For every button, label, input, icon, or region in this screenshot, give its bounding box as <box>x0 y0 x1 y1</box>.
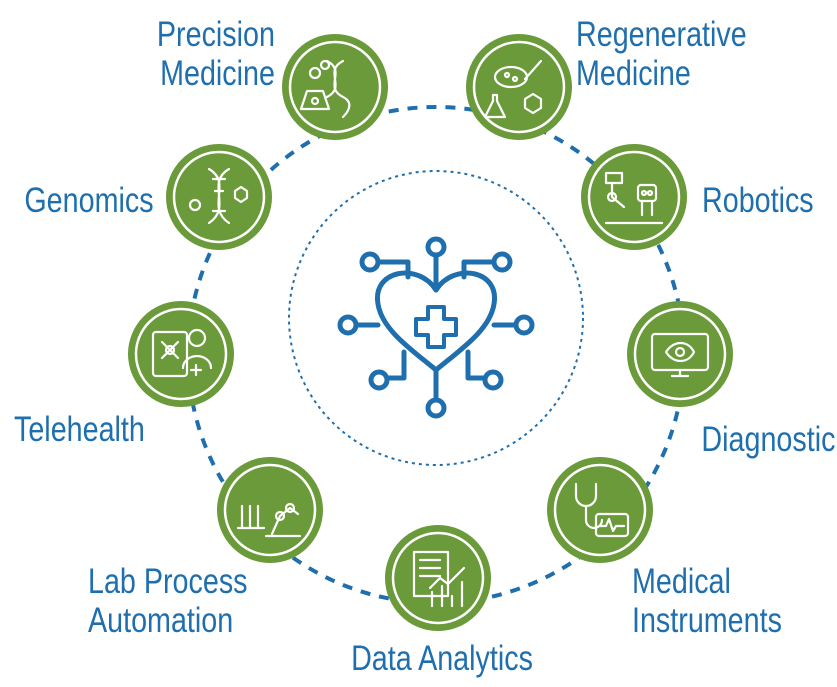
label-line: Lab Process <box>88 562 248 601</box>
node-lab-process-automation <box>217 457 323 563</box>
node-inner-ring <box>633 307 727 401</box>
node-precision-medicine <box>282 34 388 140</box>
node-inner-ring <box>553 463 647 557</box>
node-regenerative-medicine <box>466 34 572 140</box>
label-line: Precision <box>156 15 275 54</box>
robot-arm-icon <box>604 171 664 225</box>
node-circle <box>385 525 491 631</box>
label-line: Automation <box>88 601 234 640</box>
node-circle <box>128 301 234 407</box>
node-circle <box>466 34 572 140</box>
node-telehealth <box>128 301 234 407</box>
label-line: Diagnostic <box>700 420 835 459</box>
doctor-tablet-icon <box>151 328 213 378</box>
node-diagnostic <box>627 301 733 407</box>
node-inner-ring <box>172 150 266 244</box>
label-regenerative-medicine: Regenerative Medicine <box>576 15 747 93</box>
petri-dish-pipette-flask-icon <box>483 59 543 119</box>
label-diagnostic: Diagnostic <box>701 420 835 459</box>
label-line: Data Analytics <box>351 639 533 678</box>
label-precision-medicine: Precision Medicine <box>157 15 275 93</box>
label-line: Medicine <box>160 54 275 93</box>
node-inner-ring <box>134 307 228 401</box>
monitor-scan-icon <box>650 332 710 378</box>
molecule-dna-flask-icon <box>299 59 351 119</box>
node-circle <box>627 301 733 407</box>
node-circle <box>581 144 687 250</box>
label-telehealth: Telehealth <box>14 410 145 449</box>
node-medical-instruments <box>547 457 653 563</box>
node-inner-ring <box>288 40 382 134</box>
node-circle <box>547 457 653 563</box>
heart-circuit-medical-cross-icon <box>337 236 535 419</box>
label-line: Medicine <box>576 54 691 93</box>
label-robotics: Robotics <box>702 181 814 220</box>
binary-chart-document-icon <box>412 550 466 608</box>
label-data-analytics: Data Analytics <box>319 639 565 678</box>
label-line: Instruments <box>632 601 782 640</box>
node-data-analytics <box>385 525 491 631</box>
nodes-layer <box>128 34 733 631</box>
label-line: Genomics <box>24 181 154 220</box>
node-inner-ring <box>391 531 485 625</box>
label-lab-process-automation: Lab Process Automation <box>88 562 248 640</box>
label-medical-instruments: Medical Instruments <box>632 562 782 640</box>
dna-helix-icon <box>188 167 249 225</box>
node-circle <box>217 457 323 563</box>
stethoscope-monitor-icon <box>574 482 630 538</box>
node-inner-ring <box>223 463 317 557</box>
node-inner-ring <box>587 150 681 244</box>
inner-dotted-circle <box>288 170 584 466</box>
label-line: Medical <box>632 562 731 601</box>
label-line: Robotics <box>702 181 814 220</box>
label-line: Telehealth <box>14 410 145 449</box>
node-genomics <box>166 144 272 250</box>
node-robotics <box>581 144 687 250</box>
label-line: Regenerative <box>576 15 747 54</box>
node-inner-ring <box>472 40 566 134</box>
label-genomics: Genomics <box>25 181 154 220</box>
lab-robot-test-tubes-icon <box>236 502 302 538</box>
